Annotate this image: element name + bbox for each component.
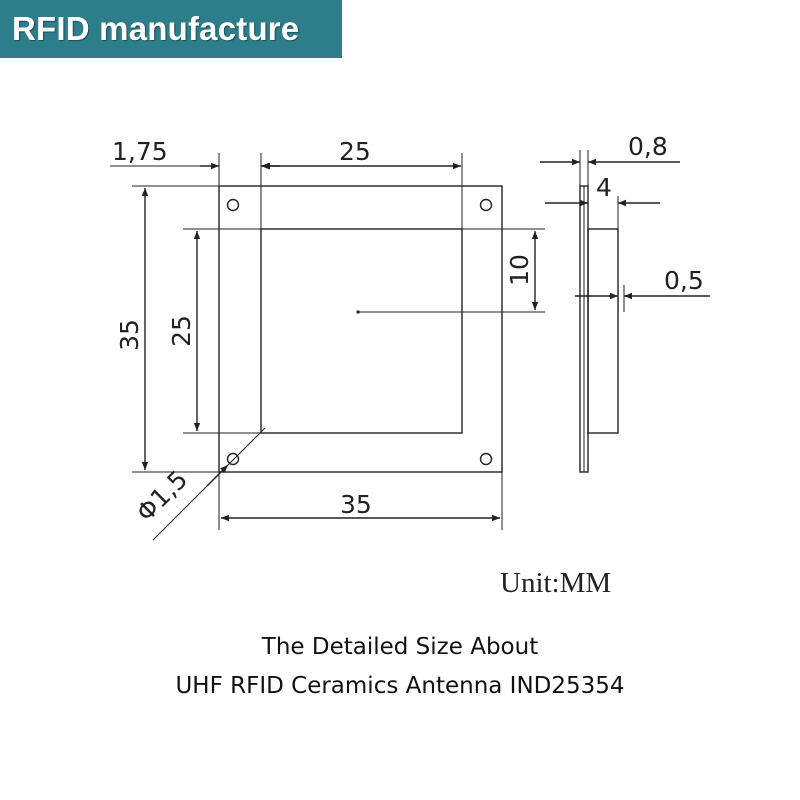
label-outer-height: 35 <box>115 319 144 351</box>
label-top-width: 25 <box>339 137 371 166</box>
outer-plate <box>218 185 503 473</box>
mounting-hole-bl <box>226 452 240 466</box>
label-hole-diameter: Φ1,5 <box>131 465 194 528</box>
banner-title: RFID manufacture <box>12 10 300 47</box>
label-inner-height: 25 <box>167 315 196 347</box>
label-top-offset: 1,75 <box>112 137 168 166</box>
caption-line-2: UHF RFID Ceramics Antenna IND25354 <box>175 673 625 699</box>
label-bottom-width: 35 <box>340 490 372 519</box>
caption-line-1: The Detailed Size About <box>261 634 539 660</box>
mounting-hole-br <box>479 452 493 466</box>
unit-label: Unit:MM <box>500 567 611 599</box>
label-side-pin: 0,5 <box>664 266 704 295</box>
mounting-hole-tr <box>479 198 493 212</box>
label-side-thickness: 0,8 <box>628 132 668 161</box>
inner-patch <box>260 228 463 434</box>
title-banner: RFID manufacture <box>0 0 342 58</box>
mounting-hole-tl <box>226 198 240 212</box>
label-side-width: 4 <box>596 173 612 202</box>
side-patch <box>587 228 619 434</box>
label-feed-offset: 10 <box>505 254 534 286</box>
